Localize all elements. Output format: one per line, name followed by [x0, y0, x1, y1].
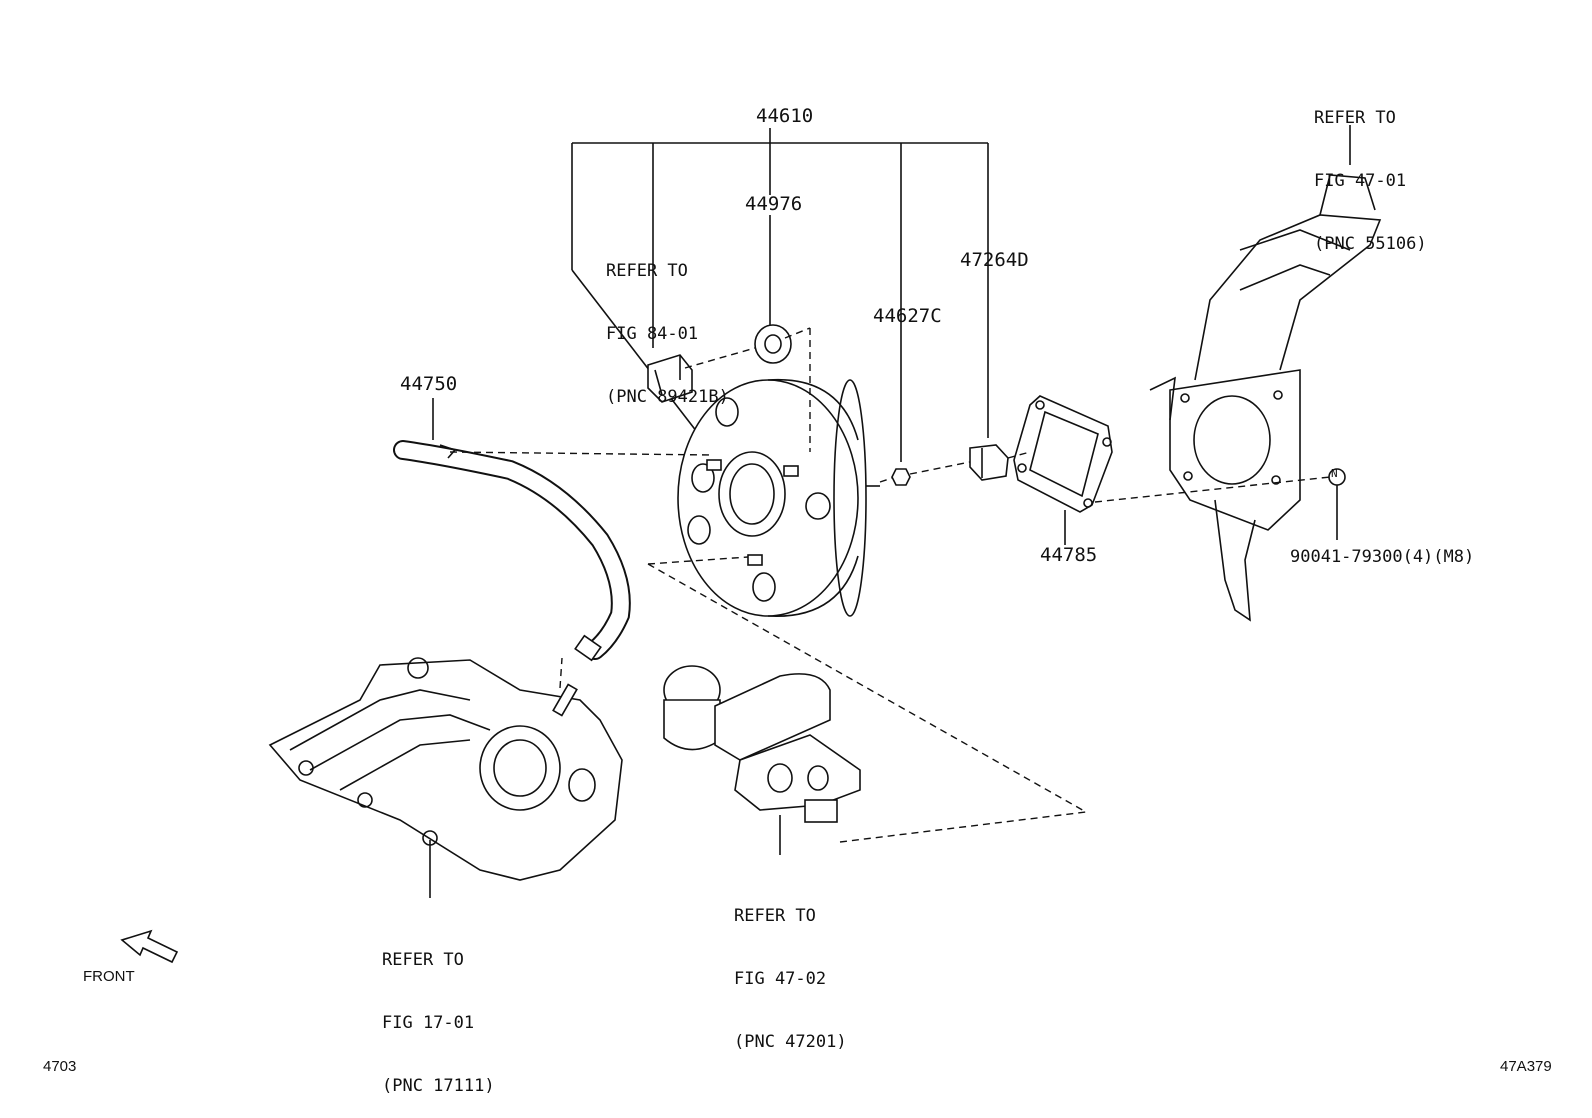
ref-fig-17-01: REFER TO FIG 17-01 (PNC 17111)	[382, 950, 495, 1096]
assembly-bracket-44610	[571, 128, 989, 462]
gasket-44785	[1013, 395, 1113, 545]
ref-fig-84-01: REFER TO FIG 84-01 (PNC 89421B)	[606, 261, 729, 407]
label-44785: 44785	[1040, 544, 1098, 566]
footer-left-code: 4703	[43, 1058, 77, 1075]
brake-booster-44610	[677, 378, 880, 617]
front-label: FRONT	[83, 968, 135, 985]
grommet-44976	[754, 324, 792, 364]
clevis-47264d	[969, 444, 1009, 481]
ref-fig-47-01: REFER TO FIG 47-01 (PNC 55106)	[1314, 108, 1427, 254]
label-44627c: 44627C	[873, 305, 942, 327]
nut-marker-n	[1328, 468, 1346, 540]
label-47264d: 47264D	[960, 249, 1029, 271]
master-cylinder	[663, 665, 861, 855]
vacuum-hose-44750	[393, 398, 631, 662]
label-44750: 44750	[400, 373, 458, 395]
intake-manifold	[268, 657, 623, 898]
front-arrow-icon	[120, 929, 179, 964]
nut-44627c	[891, 468, 911, 486]
ref-fig-47-02: REFER TO FIG 47-02 (PNC 47201)	[734, 906, 847, 1052]
label-44976: 44976	[745, 193, 803, 215]
label-90041-79300: 90041-79300(4)(M8)	[1290, 547, 1475, 567]
footer-right-code: 47A379	[1500, 1058, 1552, 1075]
dashed-guides	[449, 327, 1331, 843]
label-n-marker: N	[1331, 467, 1338, 480]
vacuum-sensor	[647, 354, 693, 403]
label-44610: 44610	[756, 105, 814, 127]
